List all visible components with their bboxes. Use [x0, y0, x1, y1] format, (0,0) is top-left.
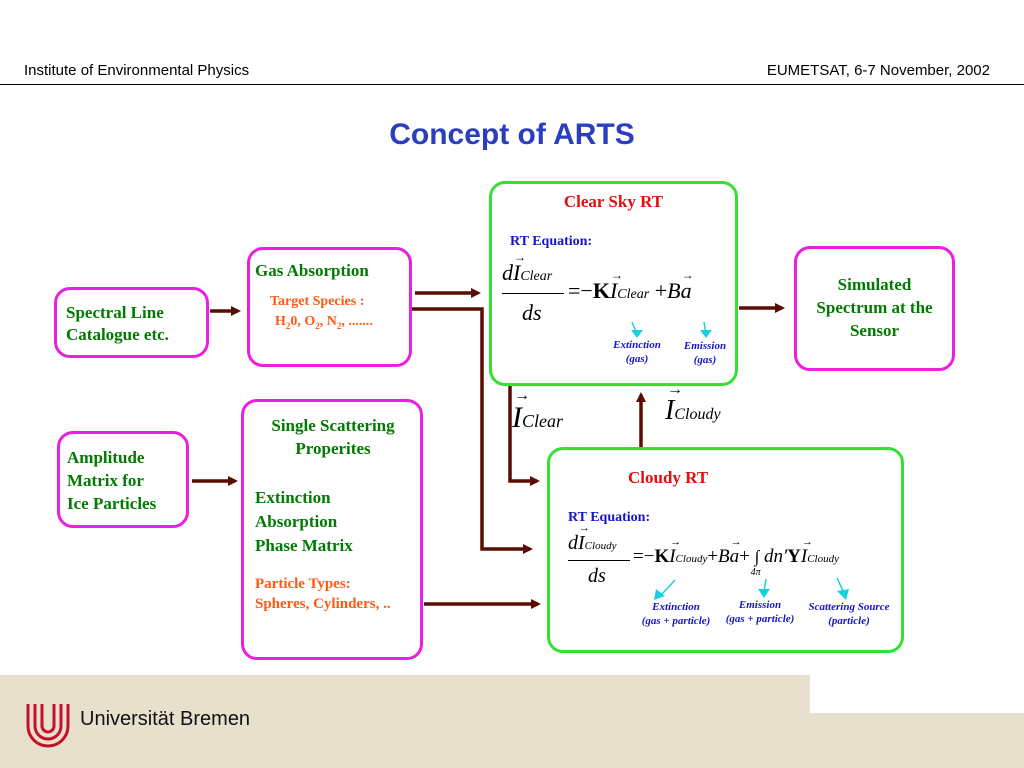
clear-emission-gas: (gas)	[693, 354, 717, 366]
eq-B: B	[667, 278, 681, 303]
header-event: EUMETSAT, 6-7 November, 2002	[766, 62, 990, 79]
cloudy-annotation-arrows	[654, 577, 849, 600]
properites-title: Properites	[295, 439, 371, 458]
particle-types-label: Particle Types:	[255, 576, 351, 592]
clear-extinction-gas: (gas)	[625, 353, 649, 365]
eq-I-vec: →I	[513, 250, 526, 285]
gas-absorption-title: Gas Absorption	[255, 261, 369, 280]
scattering-source-label: Scattering Source	[808, 601, 890, 613]
gas-absorption-box: Gas Absorption Target Species : H20, O2,…	[247, 247, 412, 367]
clear-annotation-arrows	[631, 321, 712, 338]
cloudy-emission-label: Emission	[738, 599, 782, 611]
amplitude-text: Amplitude	[67, 448, 145, 467]
eq-ds: ds	[522, 300, 542, 325]
single-scattering-title: Single Scattering	[271, 416, 395, 435]
cloudy-rt-box: Cloudy RT RT Equation: d→ICloudy ds =−K→…	[547, 447, 904, 653]
scattering-source-particle: (particle)	[828, 615, 870, 627]
i-cloudy-label: →ICloudy	[665, 381, 721, 426]
arrow-clear-to-cloudy	[508, 384, 540, 486]
cloudy-emission-source: (gas + particle)	[725, 613, 795, 625]
arrow-gas-to-cloudy	[412, 307, 533, 554]
header-divider	[0, 84, 1024, 85]
fraction-bar	[502, 293, 564, 294]
eq-clear-sub: Clear	[520, 269, 553, 284]
cloudy-rt-title: Cloudy RT	[628, 468, 709, 487]
slide-title: Concept of ARTS	[389, 118, 635, 151]
matrix-for-text: Matrix for	[67, 471, 144, 490]
single-scattering-box: Single Scattering Properites Extinction …	[241, 399, 423, 660]
particle-types-list: Spheres, Cylinders, ..	[255, 596, 391, 612]
cloudy-extinction-source: (gas + particle)	[641, 615, 711, 627]
eq-d: d	[502, 260, 513, 285]
cloudy-rt-equation-label: RT Equation:	[568, 510, 651, 525]
clear-sky-rt-box: Clear Sky RT RT Equation: d→IClear ds =−…	[489, 181, 738, 386]
cloudy-extinction-label: Extinction	[652, 601, 700, 613]
simulated-text: Simulated	[837, 275, 912, 294]
spectral-catalogue-text: Catalogue etc.	[66, 325, 169, 344]
absorption-property: Absorption	[255, 512, 338, 531]
extinction-property: Extinction	[255, 488, 331, 507]
university-name: Universität Bremen	[80, 708, 251, 730]
ice-particles-text: Ice Particles	[67, 494, 157, 513]
sensor-text: Sensor	[849, 321, 900, 340]
clear-extinction-label: Extinction	[613, 339, 661, 351]
spectrum-at-the-text: Spectrum at the	[816, 298, 933, 317]
amplitude-matrix-box: Amplitude Matrix for Ice Particles	[57, 431, 189, 528]
clear-rt-equation: d→IClear ds =−K→IClear +B→a	[502, 250, 694, 325]
cloudy-rt-equation: d→ICloudy ds =−K→ICloudy+B→a+ ∫4π dn'Y→I…	[568, 522, 839, 587]
target-species-label: Target Species :	[270, 294, 365, 309]
header-institute: Institute of Environmental Physics	[24, 62, 250, 79]
footer-notch	[810, 675, 1024, 713]
spectral-line-box: Spectral Line Catalogue etc.	[54, 287, 209, 358]
university-logo-icon	[26, 704, 70, 748]
target-species-list: H20, O2, N2, .......	[275, 314, 373, 331]
phase-matrix-property: Phase Matrix	[255, 536, 353, 555]
clear-emission-label: Emission	[683, 340, 727, 352]
clear-rt-equation-label: RT Equation:	[510, 234, 593, 249]
eq-K: K	[592, 278, 610, 303]
i-clear-label: →IClear	[512, 387, 564, 434]
simulated-spectrum-box: Simulated Spectrum at the Sensor	[794, 246, 955, 371]
spectral-line-text: Spectral Line	[66, 303, 164, 322]
clear-sky-title: Clear Sky RT	[563, 192, 664, 211]
